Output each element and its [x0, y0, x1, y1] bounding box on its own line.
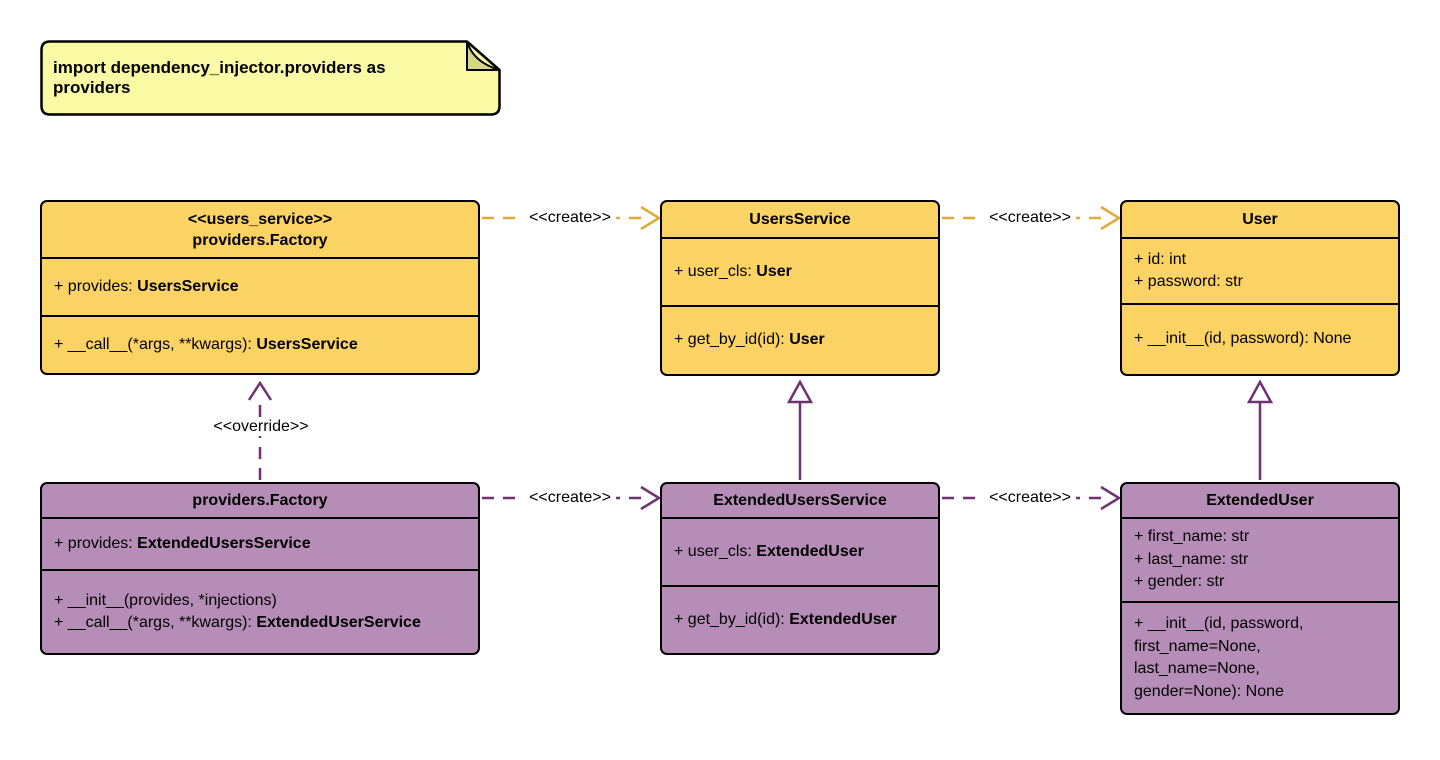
edge-inherit-extendedusersservice-usersservice [786, 379, 814, 480]
class-attributes: + user_cls: ExtendedUser [662, 517, 938, 585]
method-line: first_name=None, [1134, 637, 1261, 655]
attribute-line: + user_cls: ExtendedUser [674, 542, 864, 560]
class-factory-users: <<users_service>> providers.Factory + pr… [40, 200, 480, 375]
class-name: UsersService [749, 211, 851, 228]
method-line: + __init__(id, password, [1134, 615, 1304, 632]
method-line: gender=None): None [1134, 682, 1284, 700]
inheritance-triangle-icon [1246, 379, 1274, 404]
note-fold-icon [466, 40, 501, 71]
class-name: ExtendedUser [1206, 492, 1314, 509]
class-methods: + __call__(*args, **kwargs): UsersServic… [42, 315, 478, 373]
attribute-line: + password: str [1134, 273, 1243, 290]
create-label-top-left: <<create>> [524, 209, 616, 227]
method-line: + get_by_id(id): ExtendedUser [674, 610, 897, 628]
class-attributes: + user_cls: User [662, 237, 938, 305]
attribute-line: + gender: str [1134, 573, 1225, 591]
method-line: + __call__(*args, **kwargs): ExtendedUse… [54, 614, 421, 631]
class-extendeduser: ExtendedUser + first_name: str + last_na… [1120, 482, 1400, 715]
class-methods: + __init__(provides, *injections) + __ca… [42, 569, 478, 653]
class-usersservice: UsersService + user_cls: User + get_by_i… [660, 200, 940, 376]
attribute-line: + provides: UsersService [54, 277, 239, 295]
class-user: User + id: int + password: str + __init_… [1120, 200, 1400, 376]
override-label: <<override>> [208, 418, 314, 436]
inheritance-triangle-icon [786, 379, 814, 404]
class-methods: + __init__(id, password): None [1122, 303, 1398, 374]
attribute-line: + last_name: str [1134, 550, 1249, 568]
arrowhead-open-icon [1100, 205, 1122, 231]
method-line: + __call__(*args, **kwargs): UsersServic… [54, 335, 358, 353]
arrowhead-open-icon [640, 485, 662, 511]
create-label-bottom-left: <<create>> [524, 489, 616, 507]
class-attributes: + id: int + password: str [1122, 237, 1398, 303]
arrowhead-open-icon [247, 380, 273, 401]
method-line: last_name=None, [1134, 660, 1260, 677]
class-header: User [1122, 202, 1398, 237]
arrowhead-open-icon [640, 205, 662, 231]
class-attributes: + provides: ExtendedUsersService [42, 517, 478, 569]
class-header: ExtendedUsersService [662, 484, 938, 517]
class-factory-extended: providers.Factory + provides: ExtendedUs… [40, 482, 480, 655]
arrowhead-open-icon [1100, 485, 1122, 511]
class-attributes: + provides: UsersService [42, 257, 478, 315]
method-line: + get_by_id(id): User [674, 331, 825, 349]
create-label-top-right: <<create>> [984, 209, 1076, 227]
class-header: providers.Factory [42, 484, 478, 517]
class-methods: + __init__(id, password, first_name=None… [1122, 601, 1398, 713]
class-extendedusersservice: ExtendedUsersService + user_cls: Extende… [660, 482, 940, 655]
create-label-bottom-right: <<create>> [984, 489, 1076, 507]
class-methods: + get_by_id(id): User [662, 305, 938, 374]
class-attributes: + first_name: str + last_name: str + gen… [1122, 517, 1398, 601]
class-header: ExtendedUser [1122, 484, 1398, 517]
attribute-line: + first_name: str [1134, 528, 1250, 546]
attribute-line: + id: int [1134, 250, 1187, 268]
attribute-line: + provides: ExtendedUsersService [54, 534, 311, 552]
attribute-line: + user_cls: User [674, 262, 792, 280]
import-note: import dependency_injector.providers as … [40, 40, 501, 116]
method-line: + __init__(id, password): None [1134, 330, 1352, 348]
note-shape [40, 40, 501, 116]
class-name: providers.Factory [192, 492, 328, 509]
class-name: ExtendedUsersService [713, 492, 887, 509]
class-name: providers.Factory [192, 231, 328, 249]
class-header: <<users_service>> providers.Factory [42, 202, 478, 257]
edge-inherit-extendeduser-user [1246, 379, 1274, 480]
class-stereotype: <<users_service>> [187, 210, 333, 228]
class-methods: + get_by_id(id): ExtendedUser [662, 585, 938, 653]
class-name: User [1242, 211, 1278, 228]
note-text: import dependency_injector.providers as … [53, 58, 386, 97]
method-line: + __init__(provides, *injections) [54, 591, 277, 609]
class-header: UsersService [662, 202, 938, 237]
